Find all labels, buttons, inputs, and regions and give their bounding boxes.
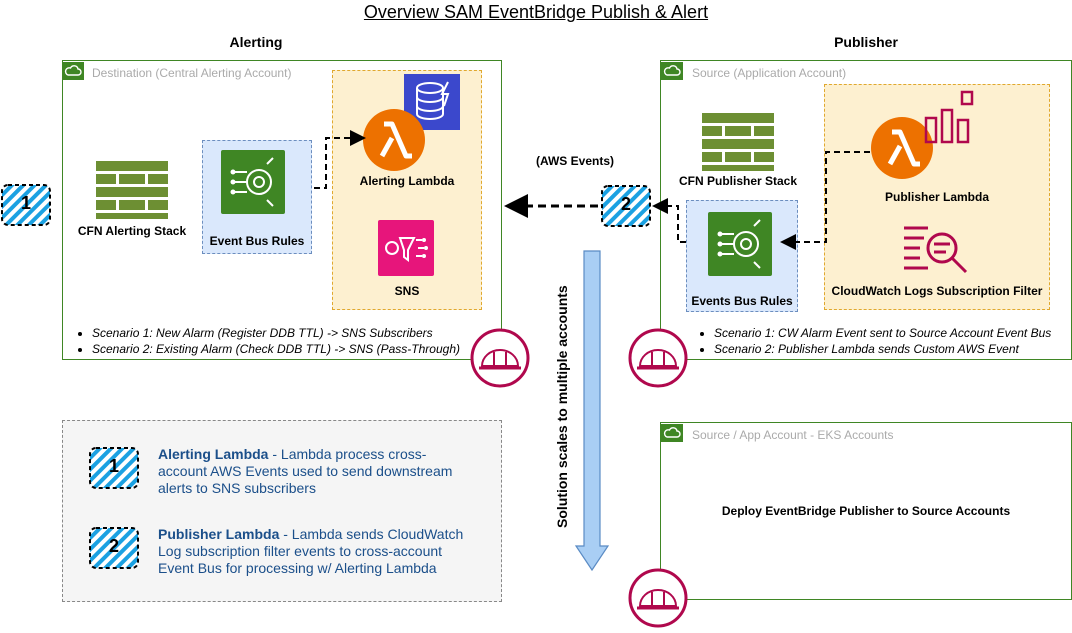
scale-label: Solution scales to multiple accounts (554, 285, 570, 528)
publisher-scenario-2: Scenario 2: Publisher Lambda sends Custo… (714, 342, 1072, 356)
eks-account-group (660, 422, 1072, 600)
lambda-icon (870, 116, 934, 185)
eventbridge-icon (708, 212, 772, 281)
legend-item-1: Alerting Lambda - Lambda process cross-a… (158, 446, 470, 497)
legend-badge-2: 2 (88, 526, 140, 575)
sns-label: SNS (394, 284, 420, 298)
publisher-stack-label: CFN Publisher Stack (678, 174, 798, 188)
step-1-badge: 1 (0, 183, 52, 232)
legend-badge-1: 1 (88, 446, 140, 495)
alerting-rules-label: Event Bus Rules (209, 234, 305, 248)
cloud-icon (62, 62, 84, 80)
step-2-badge: 2 (600, 184, 652, 233)
scale-arrow (574, 250, 610, 577)
helmet-icon (628, 568, 688, 633)
firewall-icon (700, 112, 776, 177)
helmet-icon (470, 328, 530, 393)
alerting-scenario-2: Scenario 2: Existing Alarm (Check DDB TT… (92, 342, 512, 356)
step-1-number: 1 (20, 193, 31, 213)
eventbridge-icon (221, 150, 285, 219)
legend-item-1-text: - Lambda process cross-account AWS Event… (158, 446, 453, 496)
publisher-group-label: Source (Application Account) (692, 66, 847, 80)
alerting-heading: Alerting (229, 34, 283, 50)
eks-deploy-text: Deploy EventBridge Publisher to Source A… (721, 504, 1011, 518)
legend-item-2-text: - Lambda sends CloudWatch Log subscripti… (158, 526, 464, 576)
aws-events-label: (AWS Events) (535, 154, 614, 168)
publisher-lambda-label: Publisher Lambda (884, 190, 990, 204)
legend-badge-1-number: 1 (108, 456, 119, 476)
chart-icon (922, 88, 982, 153)
helmet-icon (628, 328, 688, 393)
lambda-icon (362, 108, 426, 177)
alerting-group-label: Destination (Central Alerting Account) (92, 66, 292, 80)
legend-badge-2-number: 2 (108, 536, 119, 556)
alerting-stack-label: CFN Alerting Stack (77, 224, 187, 238)
eks-group-label: Source / App Account - EKS Accounts (692, 428, 894, 442)
diagram-title: Overview SAM EventBridge Publish & Alert (363, 2, 709, 22)
step-2-number: 2 (620, 194, 631, 214)
alerting-scenarios: Scenario 1: New Alarm (Register DDB TTL)… (76, 326, 512, 358)
cloud-icon (661, 424, 683, 442)
publisher-scenario-1: Scenario 1: CW Alarm Event sent to Sourc… (714, 326, 1072, 340)
cloudwatch-logs-label: CloudWatch Logs Subscription Filter (831, 284, 1043, 298)
cloud-icon (661, 62, 683, 80)
publisher-rules-label: Events Bus Rules (691, 294, 793, 308)
legend-item-1-title: Alerting Lambda (158, 446, 269, 462)
alerting-lambda-label: Alerting Lambda (359, 174, 455, 188)
publisher-heading: Publisher (834, 34, 898, 50)
legend-item-2-title: Publisher Lambda (158, 526, 280, 542)
alerting-scenario-1: Scenario 1: New Alarm (Register DDB TTL)… (92, 326, 512, 340)
publisher-scenarios: Scenario 1: CW Alarm Event sent to Sourc… (698, 326, 1072, 358)
dynamodb-icon (404, 74, 460, 135)
firewall-icon (94, 160, 170, 225)
legend-item-2: Publisher Lambda - Lambda sends CloudWat… (158, 526, 470, 577)
cloudwatch-logs-icon (900, 222, 972, 283)
sns-icon (378, 220, 434, 281)
